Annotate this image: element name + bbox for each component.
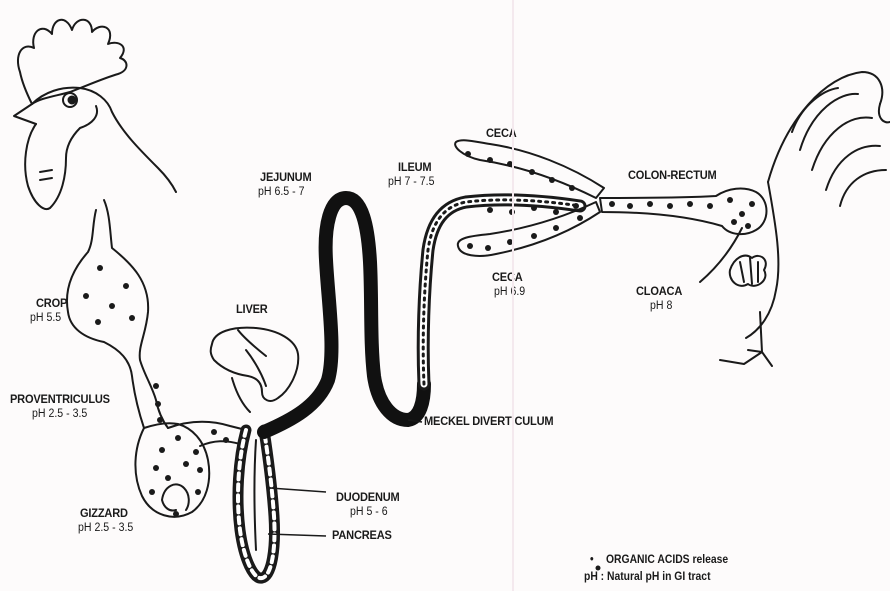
cloaca-pointer xyxy=(700,228,742,282)
label-colon-rectum: COLON-RECTUM xyxy=(628,168,717,182)
ceca-top xyxy=(455,140,604,198)
label-proventriculus: PROVENTRICULUS xyxy=(10,392,110,406)
label-meckel-diverticulum: MECKEL DIVERTICULUM xyxy=(424,414,553,428)
ph-duodenum: pH 5 - 6 xyxy=(350,506,388,519)
ph-ceca-bottom: pH 6.9 xyxy=(494,286,525,299)
label-duodenum: DUODENUM xyxy=(336,490,400,504)
label-cloaca: CLOACA xyxy=(636,284,682,298)
rooster-head xyxy=(14,20,176,209)
head-outline xyxy=(32,88,176,192)
ph-cloaca: pH 8 xyxy=(650,300,672,313)
duodenum-pointer xyxy=(270,488,326,492)
ph-gizzard: pH 2.5 - 3.5 xyxy=(78,522,133,535)
label-ileum: ILEUM xyxy=(398,160,431,174)
pupil xyxy=(69,97,76,104)
label-crop: CROP xyxy=(36,296,67,310)
label-gizzard: GIZZARD xyxy=(80,506,128,520)
wattle-mark xyxy=(40,170,52,180)
jejunum xyxy=(264,198,424,432)
tail-foot xyxy=(730,256,766,286)
ph-crop: pH 5.5 xyxy=(30,312,61,325)
legend-ph-note: pH : Natural pH in GI tract xyxy=(584,569,711,586)
duodenum-loop xyxy=(238,430,275,578)
beak xyxy=(14,104,36,124)
comb xyxy=(18,20,127,104)
legend-bullet: • xyxy=(590,552,594,569)
label-ceca-top: CECA xyxy=(486,126,517,140)
liver xyxy=(211,328,299,401)
label-ceca-bottom: CECA xyxy=(492,270,523,284)
legend-organic-acids: ORGANIC ACIDS release xyxy=(606,552,728,569)
ph-jejunum: pH 6.5 - 7 xyxy=(258,186,304,199)
ceca-bottom xyxy=(458,202,600,256)
wattle xyxy=(25,106,97,209)
label-liver: LIVER xyxy=(236,302,268,316)
ph-proventriculus: pH 2.5 - 3.5 xyxy=(32,408,87,421)
rooster-tail xyxy=(720,72,890,366)
label-pancreas: PANCREAS xyxy=(332,528,392,542)
ph-ileum: pH 7 - 7.5 xyxy=(388,176,434,189)
label-jejunum: JEJUNUM xyxy=(260,170,311,184)
